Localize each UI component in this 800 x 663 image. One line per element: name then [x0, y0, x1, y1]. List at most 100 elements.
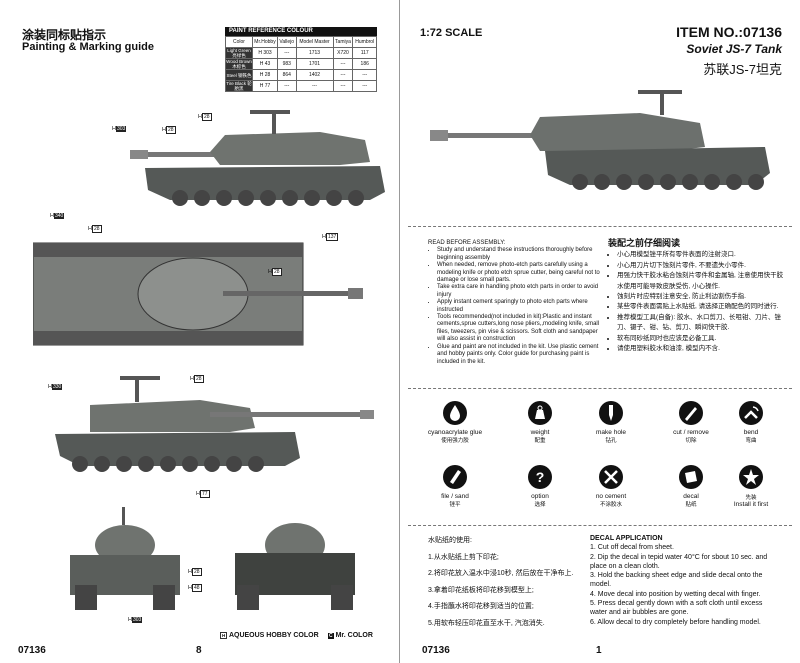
icon-label-cn: 贴纸	[685, 502, 697, 508]
tag-code: 28	[91, 225, 102, 233]
tag-code: 340	[53, 213, 65, 219]
no-cement-icon	[599, 465, 623, 489]
tag-prefix: H	[162, 127, 166, 133]
paint-vallejo: 983	[277, 58, 297, 70]
tag-prefix: H	[112, 126, 116, 132]
list-item: 2.将印花放入温水中浸10秒, 然后放在干净布上.	[428, 570, 574, 577]
list-item: 推荐模型工具(自备): 胶水、水口剪刀、长咀钳、刀片、锉刀、镊子、钳、钻、剪刀、…	[617, 313, 788, 334]
tag-prefix: H	[188, 569, 192, 575]
drop-icon	[443, 401, 467, 425]
icon-label: weight	[530, 429, 550, 436]
read-title: READ BEFORE ASSEMBLY:	[428, 240, 506, 246]
list-item: 4. Move decal into position by wetting d…	[590, 590, 761, 598]
cn-title: 装配之前仔细阅读	[608, 238, 681, 248]
tag-code: 28	[165, 126, 176, 134]
tank-side-view-1	[130, 110, 385, 206]
icon-label: Install it first	[733, 501, 769, 508]
icon-label-cn: 配重	[534, 438, 546, 444]
footer-code: 07136	[18, 645, 46, 656]
paint-humbrol: 117	[352, 47, 377, 59]
tag-prefix: H	[190, 376, 194, 382]
list-item: Tools recommended(not included in kit):P…	[437, 314, 600, 344]
list-item: 小心用模型锉平所有零件表面的注射浇口.	[617, 250, 788, 260]
read-before-assembly-cn: 装配之前仔细阅读 小心用模型锉平所有零件表面的注射浇口. 小心用刀片切下蚀刻片零…	[608, 238, 788, 354]
icon-label-cn: 不涂胶水	[599, 502, 622, 508]
drill-icon	[599, 401, 623, 425]
col-modelmaster: Model Master	[295, 36, 334, 48]
list-item: 软布同砂纸同时也应该是必备工具.	[617, 334, 788, 344]
page-number: 8	[196, 645, 202, 656]
tag-prefix: H	[322, 234, 326, 240]
paint-humbrol: 186	[352, 58, 377, 70]
list-item: 小心用刀片切下蚀刻片零件, 不要遗失小零件.	[617, 261, 788, 271]
icon-label: cut / remove	[673, 429, 709, 436]
tag-prefix: H	[128, 617, 132, 623]
table-row: Tire Black 轮胎黑 H 77 --- --- --- ---	[225, 80, 377, 92]
paint-reference-table: Color Mr.Hobby Vallejo Model Master Tami…	[225, 36, 377, 92]
legend-aqueous: H AQUEOUS HOBBY COLOR	[220, 632, 319, 639]
legend-mr-label: Mr. COLOR	[335, 632, 373, 639]
icon-label: option	[531, 493, 549, 500]
decal-cn-title: 水贴纸的使用:	[428, 537, 472, 544]
list-item: 4.手指蘸水将印花移到适当的位置;	[428, 603, 534, 610]
list-item: 请使用塑料胶水和油漆, 模型内不含.	[617, 344, 788, 354]
list-item: Glue and paint are not included in the k…	[437, 344, 600, 366]
tag-code: 137	[325, 233, 339, 241]
list-item: 某些零件表面需贴上水贴纸, 请选择正确配色的同时进行.	[617, 302, 788, 312]
tank-rear-view	[235, 523, 355, 610]
list-item: 2. Dip the decal in tepid water 40°C for…	[590, 553, 768, 570]
paint-model-master: 1701	[295, 58, 334, 70]
tag-prefix: H	[268, 269, 272, 275]
paint-code: H 77	[252, 80, 278, 92]
tag-code: 330	[51, 384, 63, 390]
tag-prefix: H	[196, 491, 200, 497]
paint-vallejo: 864	[277, 69, 297, 81]
icon-label-cn: 使用强力胶	[441, 438, 469, 444]
list-item: 5. Press decal gently down with a soft c…	[590, 600, 763, 617]
divider	[408, 226, 792, 227]
icon-file-sand: file / sand 锉平	[426, 464, 484, 508]
paint-tamiya: ---	[332, 80, 354, 92]
tag-code: 77	[199, 490, 210, 498]
tag-prefix: H	[50, 213, 54, 219]
tank-name-cn: 苏联JS-7坦克	[703, 62, 782, 77]
table-row: Wood Brown 木棕色 H 43 983 1701 --- 186	[225, 58, 377, 70]
divider	[408, 525, 792, 526]
tag-code: 28	[201, 113, 212, 121]
star-icon	[739, 465, 763, 489]
paint-model-master: 1402	[295, 69, 334, 81]
paint-tamiya: X720	[332, 47, 354, 59]
icon-weight: weight 配重	[511, 400, 569, 444]
paint-vallejo: ---	[277, 80, 297, 92]
icon-no-cement: no cement 不涂胶水	[582, 464, 640, 508]
list-item: Take extra care in handling photo etch p…	[437, 284, 600, 299]
color-tag: H330	[48, 384, 63, 390]
divider	[408, 388, 792, 389]
icon-bend: bend 弯曲	[722, 400, 780, 444]
list-item: Apply instant cement sparingly to photo …	[437, 299, 600, 314]
paint-model-master: ---	[295, 80, 334, 92]
col-mrhobby: Mr.Hobby	[252, 36, 278, 48]
col-color: Color	[225, 36, 253, 48]
list-item: Study and understand these instructions …	[437, 247, 600, 262]
paint-name: Tire Black 轮胎黑	[225, 80, 253, 92]
icon-label-cn: 选择	[534, 502, 546, 508]
question-icon: ?	[528, 465, 552, 489]
tag-code: 303	[115, 126, 127, 132]
color-tag: H303	[112, 126, 127, 132]
tag-code: 303	[131, 617, 143, 623]
file-icon	[443, 465, 467, 489]
icon-decal: decal 贴纸	[662, 464, 720, 508]
color-tag: H340	[50, 213, 65, 219]
list-item: 蚀刻片时应特别注意安全, 防止利边割伤手指.	[617, 292, 788, 302]
list-item: 1.从水贴纸上剪下印花;	[428, 553, 499, 561]
tank-hero-image	[430, 90, 770, 190]
right-page: 1:72 SCALE ITEM NO.:07136 Soviet JS-7 Ta…	[400, 0, 800, 663]
tag-prefix: H	[198, 114, 202, 120]
weight-icon	[528, 401, 552, 425]
